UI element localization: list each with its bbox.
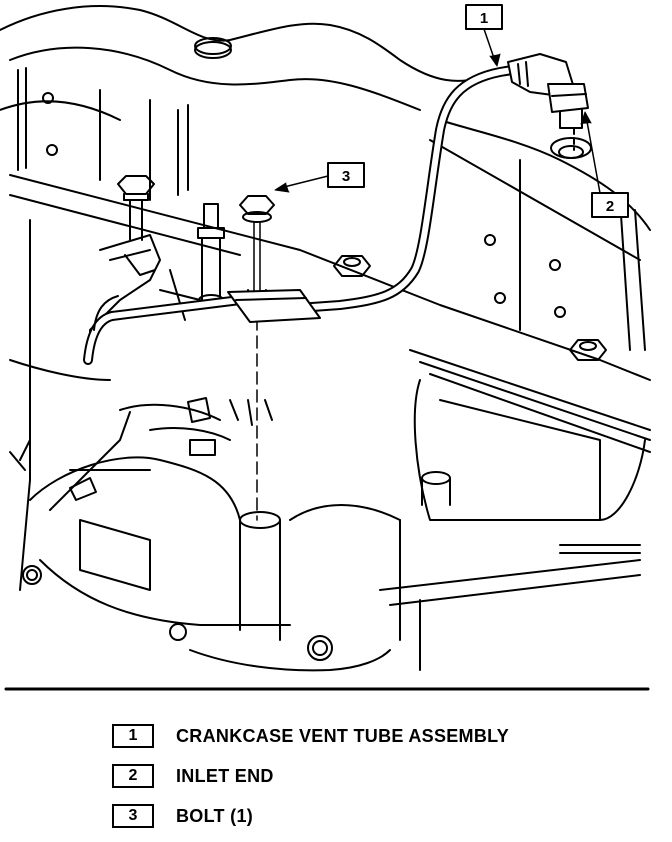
legend-row-1: 1 CRANKCASE VENT TUBE ASSEMBLY [112, 722, 509, 750]
callout-3: 3 [274, 162, 365, 193]
callout-2: 2 [580, 111, 629, 218]
legend-label: CRANKCASE VENT TUBE ASSEMBLY [176, 725, 510, 746]
callout-1-number: 1 [480, 10, 488, 27]
callout-2-number: 2 [606, 198, 614, 215]
callout-3-number: 3 [342, 168, 350, 185]
stud [197, 203, 225, 306]
bolt-left [117, 175, 155, 241]
engine-line-drawing: 1 2 3 [0, 4, 651, 691]
vent-tube-inlet-end [507, 53, 589, 151]
nut-center [333, 255, 371, 277]
engine-block [0, 5, 651, 672]
legend-number-box: 1 [112, 724, 154, 748]
crankcase-vent-tube [83, 65, 517, 365]
legend-row-3: 3 BOLT (1) [112, 802, 253, 830]
nut-right [569, 339, 607, 361]
callout-1: 1 [465, 4, 503, 67]
legend-number-box: 2 [112, 764, 154, 788]
legend-row-2: 2 INLET END [112, 762, 274, 790]
legend-label: BOLT (1) [176, 805, 254, 826]
bolt-callout-3 [239, 195, 275, 521]
legend-label: INLET END [176, 765, 274, 786]
legend-number-box: 3 [112, 804, 154, 828]
